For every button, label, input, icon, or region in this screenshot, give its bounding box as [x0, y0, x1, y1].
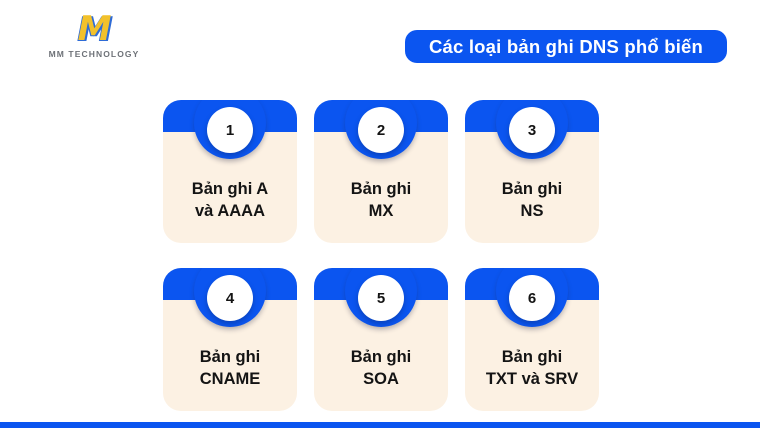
card-label-line1: Bản ghi [350, 348, 412, 366]
card-label-line2: TXT và SRV [485, 370, 579, 389]
card-label: Bản ghi SOA [314, 346, 448, 391]
logo-company-name: MM TECHNOLOGY [48, 48, 140, 59]
card-label: Bản ghi NS [465, 178, 599, 223]
dns-record-cards-grid: 1 Bản ghi A và AAAA 2 Bản ghi MX 3 Bản g… [163, 100, 599, 411]
card-label: Bản ghi TXT và SRV [465, 346, 599, 391]
card-label: Bản ghi A và AAAA [163, 178, 297, 223]
card-number-badge: 3 [509, 107, 555, 153]
card-label-line1: Bản ghi [501, 348, 563, 366]
card-number-badge: 2 [358, 107, 404, 153]
card-label-line1: Bản ghi [501, 180, 563, 198]
title-banner: Các loại bản ghi DNS phổ biến [405, 30, 727, 63]
card-soa: 5 Bản ghi SOA [314, 268, 448, 411]
card-label-line1: Bản ghi A [191, 180, 269, 198]
card-label-line1: Bản ghi [199, 348, 261, 366]
card-number-badge: 6 [509, 275, 555, 321]
card-a-aaaa: 1 Bản ghi A và AAAA [163, 100, 297, 243]
card-label-line1: Bản ghi [350, 180, 412, 198]
footer-rule [0, 422, 760, 428]
card-number-badge: 4 [207, 275, 253, 321]
card-number-badge: 1 [207, 107, 253, 153]
card-cname: 4 Bản ghi CNAME [163, 268, 297, 411]
card-label-line2: MX [368, 202, 394, 221]
logo-m-monogram-icon: M [77, 9, 112, 49]
card-label: Bản ghi MX [314, 178, 448, 223]
company-logo: M MM TECHNOLOGY [38, 9, 150, 59]
card-ns: 3 Bản ghi NS [465, 100, 599, 243]
card-label-line2: CNAME [199, 370, 261, 389]
page-title: Các loại bản ghi DNS phổ biến [428, 35, 704, 57]
card-number-badge: 5 [358, 275, 404, 321]
card-label-line2: NS [520, 202, 544, 221]
card-label: Bản ghi CNAME [163, 346, 297, 391]
card-mx: 2 Bản ghi MX [314, 100, 448, 243]
card-txt-srv: 6 Bản ghi TXT và SRV [465, 268, 599, 411]
card-label-line2: và AAAA [195, 202, 265, 221]
card-label-line2: SOA [363, 370, 399, 389]
